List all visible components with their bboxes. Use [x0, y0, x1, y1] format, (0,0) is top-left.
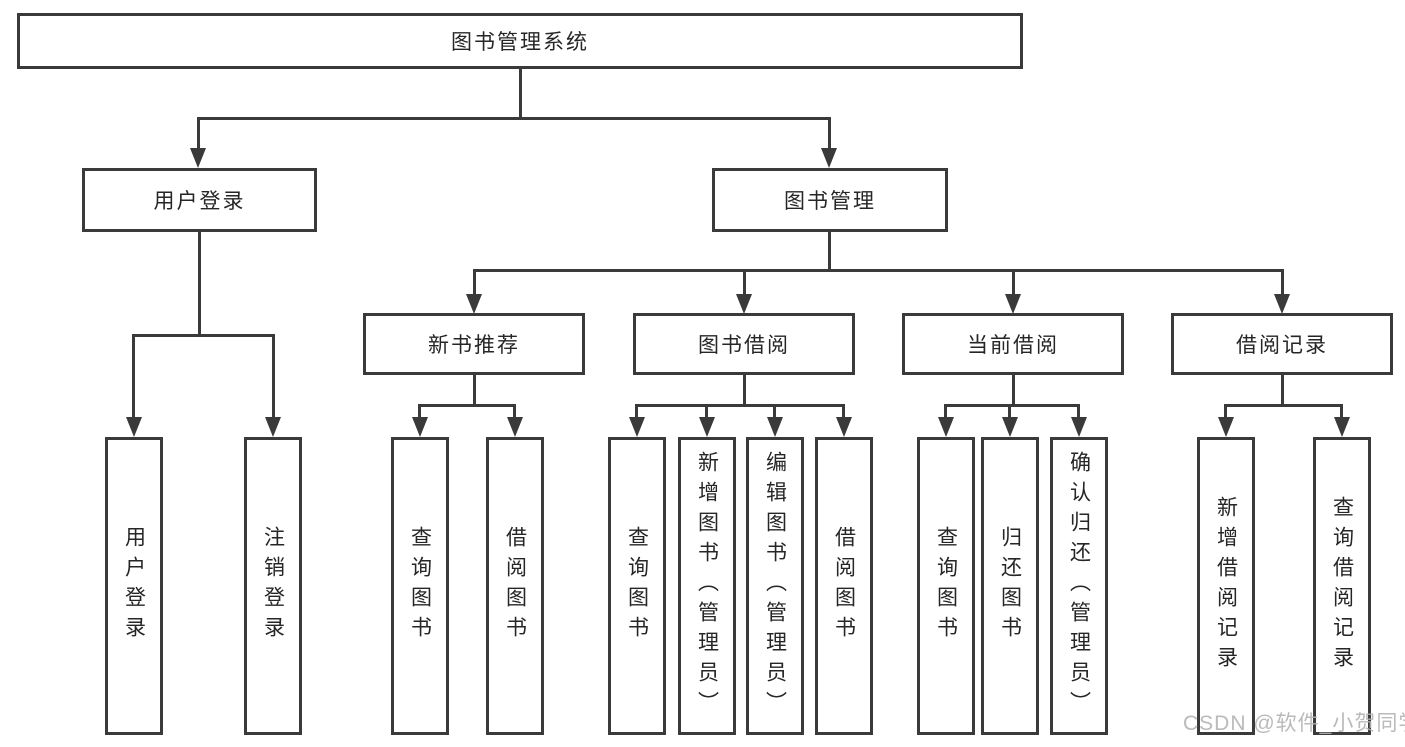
- connector-line: [743, 375, 746, 407]
- node-label: 借阅记录: [1236, 334, 1328, 357]
- arrow-down-icon: [265, 417, 281, 437]
- node-label: 归还图书: [998, 526, 1022, 646]
- node-leaf-add-books-admin: 新增图书（管理员）: [678, 437, 736, 735]
- arrow-down-icon: [1334, 417, 1350, 437]
- node-label: 图书管理系统: [451, 31, 589, 54]
- arrow-down-icon: [629, 417, 645, 437]
- node-label: 当前借阅: [967, 334, 1059, 357]
- arrow-down-icon: [836, 417, 852, 437]
- connector-line: [272, 334, 275, 419]
- arrow-down-icon: [767, 417, 783, 437]
- connector-line: [944, 404, 947, 419]
- node-root-system: 图书管理系统: [17, 13, 1023, 69]
- connector-line: [635, 404, 845, 407]
- connector-line: [132, 334, 275, 337]
- connector-line: [197, 117, 831, 120]
- connector-line: [828, 117, 831, 151]
- connector-line: [944, 404, 1080, 407]
- arrow-down-icon: [699, 417, 715, 437]
- node-book-borrowing: 图书借阅: [633, 313, 855, 375]
- connector-line: [132, 334, 135, 419]
- connector-line: [1012, 269, 1015, 297]
- node-leaf-return-books: 归还图书: [981, 437, 1039, 735]
- node-label: 查询借阅记录: [1330, 496, 1354, 676]
- node-leaf-query-books-borrow: 查询图书: [608, 437, 666, 735]
- node-current-borrowing: 当前借阅: [902, 313, 1124, 375]
- arrow-down-icon: [126, 417, 142, 437]
- node-leaf-logout: 注销登录: [244, 437, 302, 735]
- connector-line: [473, 269, 476, 297]
- node-label: 用户登录: [153, 190, 246, 213]
- arrow-down-icon: [1002, 417, 1018, 437]
- connector-line: [519, 68, 522, 119]
- node-leaf-query-books-current: 查询图书: [917, 437, 975, 735]
- connector-line: [1340, 404, 1343, 419]
- connector-line: [1224, 404, 1227, 419]
- node-label: 图书管理: [784, 190, 876, 213]
- connector-line: [705, 404, 708, 419]
- connector-line: [1281, 269, 1284, 297]
- node-label: 确认归还（管理员）: [1067, 451, 1091, 721]
- node-label: 新增借阅记录: [1214, 496, 1238, 676]
- arrow-down-icon: [466, 294, 482, 314]
- connector-line: [198, 232, 201, 336]
- connector-line: [1012, 375, 1015, 407]
- connector-line: [473, 375, 476, 407]
- connector-line: [418, 404, 516, 407]
- arrow-down-icon: [1274, 294, 1290, 314]
- arrow-down-icon: [938, 417, 954, 437]
- node-label: 查询图书: [625, 526, 649, 646]
- node-label: 借阅图书: [503, 526, 527, 646]
- connector-line: [513, 404, 516, 419]
- arrow-down-icon: [736, 294, 752, 314]
- connector-line: [828, 232, 831, 272]
- connector-line: [635, 404, 638, 419]
- node-new-book-recommendation: 新书推荐: [363, 313, 585, 375]
- node-user-login: 用户登录: [82, 168, 317, 232]
- node-leaf-user-login: 用户登录: [105, 437, 163, 735]
- connector-line: [1077, 404, 1080, 419]
- node-label: 查询图书: [934, 526, 958, 646]
- node-label: 借阅图书: [832, 526, 856, 646]
- node-leaf-borrow-books-recommend: 借阅图书: [486, 437, 544, 735]
- arrow-down-icon: [1005, 294, 1021, 314]
- connector-line: [1281, 375, 1284, 407]
- node-book-management: 图书管理: [712, 168, 948, 232]
- arrow-down-icon: [821, 148, 837, 168]
- connector-line: [743, 269, 746, 297]
- arrow-down-icon: [1218, 417, 1234, 437]
- node-borrowing-records: 借阅记录: [1171, 313, 1393, 375]
- connector-line: [197, 117, 200, 151]
- node-label: 图书借阅: [698, 334, 790, 357]
- connector-line: [1224, 404, 1343, 407]
- connector-line: [773, 404, 776, 419]
- node-leaf-edit-books-admin: 编辑图书（管理员）: [746, 437, 804, 735]
- connector-line: [1008, 404, 1011, 419]
- connector-line: [418, 404, 421, 419]
- connector-line: [842, 404, 845, 419]
- arrow-down-icon: [190, 148, 206, 168]
- node-label: 新书推荐: [428, 334, 520, 357]
- node-label: 新增图书（管理员）: [695, 451, 719, 721]
- csdn-watermark: CSDN @软件_小贺同学: [1183, 712, 1405, 735]
- arrow-down-icon: [412, 417, 428, 437]
- node-leaf-query-books-recommend: 查询图书: [391, 437, 449, 735]
- node-leaf-query-borrow-record: 查询借阅记录: [1313, 437, 1371, 735]
- arrow-down-icon: [507, 417, 523, 437]
- node-label: 用户登录: [122, 526, 146, 646]
- node-leaf-add-borrow-record: 新增借阅记录: [1197, 437, 1255, 735]
- node-leaf-borrow-books: 借阅图书: [815, 437, 873, 735]
- node-label: 注销登录: [261, 526, 285, 646]
- node-label: 编辑图书（管理员）: [763, 451, 787, 721]
- node-label: 查询图书: [408, 526, 432, 646]
- node-leaf-confirm-return-admin: 确认归还（管理员）: [1050, 437, 1108, 735]
- connector-line: [473, 269, 1284, 272]
- arrow-down-icon: [1071, 417, 1087, 437]
